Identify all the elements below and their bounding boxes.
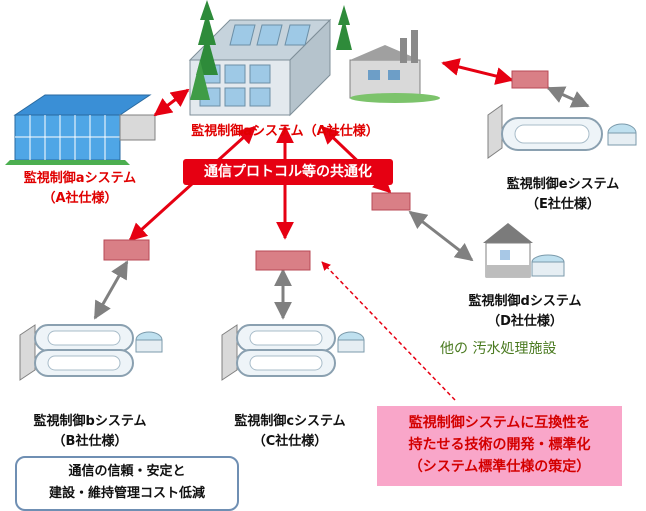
benefit-line1: 通信の信頼・安定と bbox=[68, 464, 186, 479]
dashed-arrow-to-converter bbox=[321, 261, 456, 401]
gray-arrow-b bbox=[93, 260, 129, 320]
plant-e-image bbox=[487, 104, 637, 159]
label-plant-b-line2: （B社仕様） bbox=[52, 434, 128, 449]
label-plant-b: 監視制御bシステム （B社仕様） bbox=[15, 412, 165, 452]
label-plant-d-line2: （D社仕様） bbox=[487, 314, 563, 329]
label-plant-e-line1: 監視制御eシステム bbox=[506, 177, 620, 192]
plant-c-image bbox=[221, 324, 365, 381]
converter-box-b bbox=[103, 239, 150, 261]
plant-d-image bbox=[483, 223, 565, 278]
top-treatment-plant-image bbox=[188, 0, 440, 117]
label-plant-b-line1: 監視制御bシステム bbox=[33, 414, 147, 429]
standardization-box: 監視制御システムに互換性を 持たせる技術の開発・標準化 （システム標準仕様の策定… bbox=[377, 406, 622, 486]
red-arrow-left-plant bbox=[153, 88, 190, 117]
label-left-plant: 監視制御aシステム （A社仕様） bbox=[5, 169, 155, 209]
gray-arrow-e bbox=[546, 86, 590, 108]
label-plant-d: 監視制御dシステム （D社仕様） bbox=[455, 292, 595, 332]
label-other-facilities: 他の 汚水処理施設 bbox=[440, 341, 557, 357]
benefit-line2: 建設・維持管理コスト低減 bbox=[48, 486, 205, 501]
gray-arrow-d bbox=[408, 210, 474, 262]
red-arrow-to-e bbox=[441, 58, 514, 85]
converter-box-d bbox=[371, 192, 411, 211]
label-plant-e-line2: （E社仕様） bbox=[526, 197, 600, 212]
label-plant-e: 監視制御eシステム （E社仕様） bbox=[493, 175, 633, 215]
converter-box-e bbox=[511, 70, 549, 89]
label-plant-c: 監視制御cシステム （C社仕様） bbox=[215, 412, 365, 452]
plant-b-image bbox=[19, 324, 163, 381]
label-plant-c-line1: 監視制御cシステム bbox=[234, 414, 346, 429]
label-top-plant: 監視制御aシステム（A社仕様） bbox=[191, 124, 379, 139]
protocol-banner: 通信プロトコル等の共通化 bbox=[183, 159, 393, 185]
standardization-line2: 持たせる技術の開発・標準化 bbox=[408, 437, 591, 453]
label-plant-c-line2: （C社仕様） bbox=[252, 434, 328, 449]
standardization-line1: 監視制御システムに互換性を bbox=[408, 415, 591, 431]
benefit-box: 通信の信頼・安定と 建設・維持管理コスト低減 bbox=[15, 456, 239, 511]
converter-box-c bbox=[255, 250, 311, 271]
standardization-line3: （システム標準仕様の策定） bbox=[408, 459, 591, 475]
label-left-plant-line2: （A社仕様） bbox=[42, 191, 118, 206]
left-plant-image bbox=[5, 94, 156, 165]
label-left-plant-line1: 監視制御aシステム bbox=[23, 171, 137, 186]
label-plant-d-line1: 監視制御dシステム bbox=[468, 294, 582, 309]
